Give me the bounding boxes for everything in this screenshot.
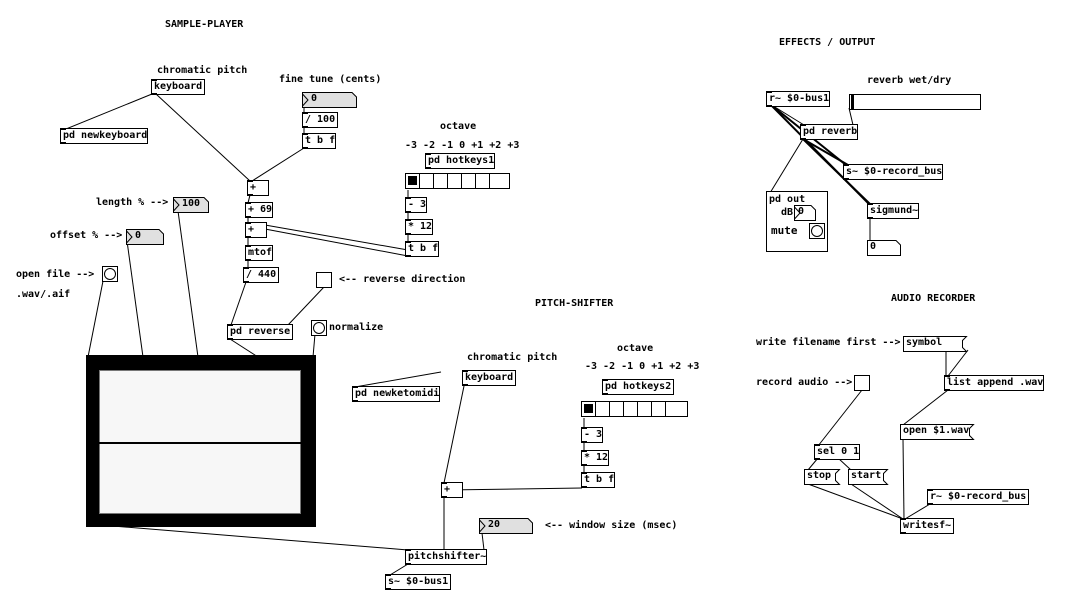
times-12-object[interactable]: * 12 <box>405 219 433 235</box>
comment-fine-tune: fine tune (cents) <box>279 74 382 85</box>
comment-octave-values: -3 -2 -1 0 +1 +2 +3 <box>405 140 520 151</box>
offset-value: 0 <box>135 230 142 241</box>
send-record-bus-object[interactable]: s~ $0-record_bus <box>843 164 943 180</box>
div-100-object[interactable]: / 100 <box>302 112 338 128</box>
pd-newkeyboard-object[interactable]: pd newkeyboard <box>60 128 148 144</box>
reverse-direction-toggle[interactable] <box>316 272 332 288</box>
pitchshifter-object[interactable]: pitchshifter~ <box>405 549 487 565</box>
reverb-wet-dry-slider[interactable] <box>849 94 981 110</box>
receive-bus1-object[interactable]: r~ $0-bus1 <box>766 91 830 107</box>
minus-3-object[interactable]: - 3 <box>405 197 427 213</box>
trigger-bf-object[interactable]: t b f <box>581 472 615 488</box>
length-number-box[interactable]: 100 <box>173 197 209 213</box>
comment-octave: octave <box>440 121 477 132</box>
mute-bang[interactable] <box>809 223 825 239</box>
times-12-object[interactable]: * 12 <box>581 450 609 466</box>
minus-3-object[interactable]: - 3 <box>581 427 603 443</box>
offset-number-box[interactable]: 0 <box>126 229 164 245</box>
stop-message[interactable]: stop <box>804 469 841 485</box>
comment-length: length % --> <box>96 197 169 208</box>
sigmund-output-value: 0 <box>870 241 877 252</box>
octave-radio-1[interactable] <box>405 173 510 189</box>
keyboard-object[interactable]: keyboard <box>151 79 205 95</box>
pd-out-subpatch[interactable] <box>766 191 828 252</box>
mute-label: mute <box>771 224 798 237</box>
fine-tune-value: 0 <box>311 93 318 104</box>
fine-tune-number-box[interactable]: 0 <box>302 92 357 108</box>
comment-open-file: open file --> <box>16 269 95 280</box>
receive-record-bus-object[interactable]: r~ $0-record_bus <box>927 489 1029 505</box>
length-value: 100 <box>182 198 201 209</box>
comment-window-size: <-- window size (msec) <box>545 520 678 531</box>
comment-chromatic-pitch: chromatic pitch <box>467 352 558 363</box>
start-message-label: start <box>851 470 882 481</box>
div-440-object[interactable]: / 440 <box>243 267 279 283</box>
comment-offset: offset % --> <box>50 230 123 241</box>
start-message[interactable]: start <box>848 469 889 485</box>
window-size-value: 20 <box>488 519 501 530</box>
db-number-box[interactable]: 0 <box>794 205 816 221</box>
stop-message-label: stop <box>807 470 832 481</box>
section-title-sample-player: SAMPLE-PLAYER <box>165 19 244 30</box>
normalize-bang[interactable] <box>311 320 327 336</box>
pd-out-title: pd out <box>769 194 806 205</box>
open-wav-message[interactable]: open $1.wav <box>900 424 975 440</box>
pd-reverb-object[interactable]: pd reverb <box>800 124 858 140</box>
db-value: 0 <box>798 206 805 217</box>
section-title-pitch-shifter: PITCH-SHIFTER <box>535 298 614 309</box>
mtof-object[interactable]: mtof <box>245 245 273 261</box>
keyboard-object[interactable]: keyboard <box>462 370 516 386</box>
pd-reverse-object[interactable]: pd reverse <box>227 324 293 340</box>
comment-write-filename-first: write filename first --> <box>756 337 901 348</box>
comment-octave-values: -3 -2 -1 0 +1 +2 +3 <box>585 361 700 372</box>
sigmund-object[interactable]: sigmund~ <box>867 203 919 219</box>
sigmund-output-number-box[interactable]: 0 <box>867 240 901 256</box>
db-label: dB <box>781 207 794 218</box>
pd-hotkeys1-object[interactable]: pd hotkeys1 <box>425 153 495 169</box>
plus-69-object[interactable]: + 69 <box>245 202 273 218</box>
comment-normalize: normalize <box>329 322 384 333</box>
open-file-bang[interactable] <box>102 266 118 282</box>
writesf-object[interactable]: writesf~ <box>900 518 954 534</box>
symbol-message-label: symbol <box>906 337 943 348</box>
comment-octave: octave <box>617 343 654 354</box>
section-title-audio-recorder: AUDIO RECORDER <box>891 293 976 304</box>
window-size-number-box[interactable]: 20 <box>479 518 533 534</box>
section-title-effects-output: EFFECTS / OUTPUT <box>779 37 876 48</box>
comment-chromatic-pitch: chromatic pitch <box>157 65 248 76</box>
plus-object[interactable]: + <box>247 180 269 196</box>
pd-newketomidi-object[interactable]: pd newketomidi <box>352 386 440 402</box>
open-wav-message-label: open $1.wav <box>903 425 970 436</box>
octave-radio-2[interactable] <box>581 401 688 417</box>
sample-array-waveform <box>99 442 301 444</box>
symbol-message[interactable]: symbol <box>903 336 968 352</box>
comment-reverse-direction: <-- reverse direction <box>339 274 466 285</box>
list-append-object[interactable]: list append .wav <box>944 375 1044 391</box>
record-audio-toggle[interactable] <box>854 375 870 391</box>
pd-hotkeys2-object[interactable]: pd hotkeys2 <box>602 379 674 395</box>
trigger-bf-object[interactable]: t b f <box>302 133 336 149</box>
plus-object[interactable]: + <box>245 222 267 238</box>
send-bus1-object[interactable]: s~ $0-bus1 <box>385 574 451 590</box>
comment-record-audio: record audio --> <box>756 377 853 388</box>
trigger-bf-object[interactable]: t b f <box>405 241 439 257</box>
plus-object[interactable]: + <box>441 482 463 498</box>
comment-reverb-wet-dry: reverb wet/dry <box>867 75 952 86</box>
sel-0-1-object[interactable]: sel 0 1 <box>814 444 860 460</box>
comment-file-types: .wav/.aif <box>16 289 71 300</box>
